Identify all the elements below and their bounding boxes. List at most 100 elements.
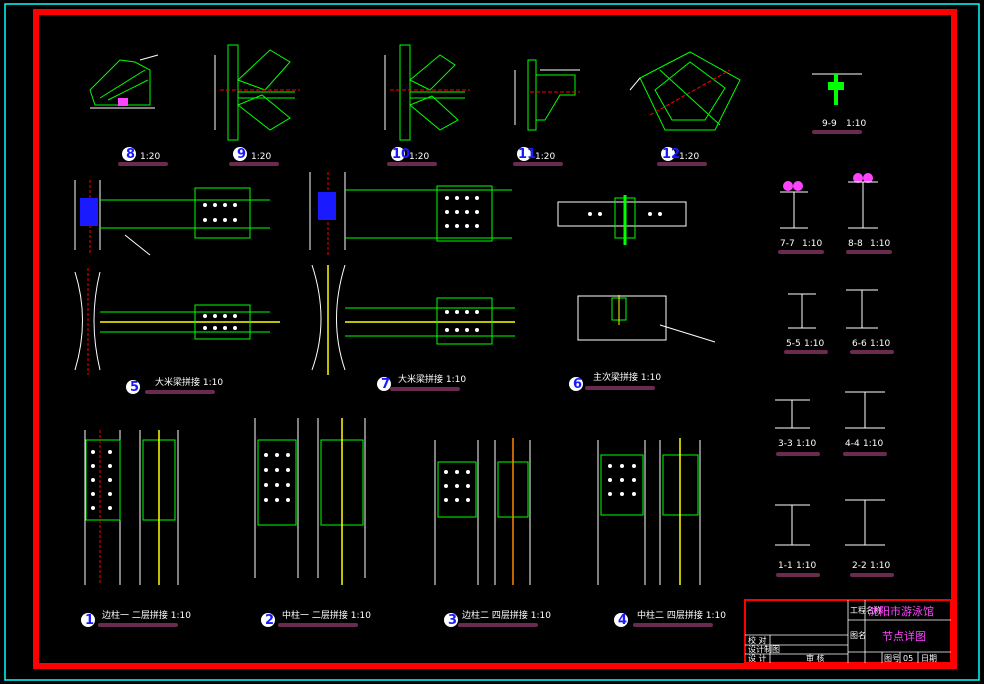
detail-9-drawing: [214, 44, 300, 141]
detail-2-label: 2 中柱一 二层拼接 1:10: [261, 609, 371, 628]
detail-1-label: 1 边柱一 二层拼接 1:10: [81, 609, 191, 628]
detail-4-title: 中柱二 四层拼接 1:10: [637, 609, 726, 621]
section-7-7-scale: 1:10: [802, 239, 822, 249]
detail-9-label: 9 1:20: [229, 147, 279, 166]
top-details: 8 1:20 9 1:20 10 1:20 11 1:20 12 1:20: [89, 44, 866, 166]
detail-12-underline: [657, 162, 707, 166]
detail-2-drawing: [254, 418, 366, 585]
detail-12-badge: [661, 147, 675, 161]
detail-6-elevation: [557, 195, 687, 245]
designer-label: 设 计: [748, 653, 767, 663]
section-5-5-name: 5-5: [786, 339, 801, 349]
checker-label: 校 对: [748, 635, 767, 645]
outer-frame: [4, 3, 980, 681]
detail-3-drawing: [434, 438, 531, 585]
section-1-1-name: 1-1: [778, 561, 793, 571]
section-views: 7-7 1:10 8-8 1:10 5-5 1:10: [775, 173, 894, 577]
section-3-3-scale: 1:10: [796, 439, 816, 449]
section-7-7-name: 7-7: [780, 239, 795, 249]
detail-7-label: 7 大米梁拼接 1:10: [377, 373, 466, 392]
section-7-7: 7-7 1:10: [778, 181, 824, 254]
detail-5-plan: [74, 268, 280, 375]
detail-3-number: 3: [448, 613, 457, 628]
detail-9-number: 9: [237, 147, 246, 162]
detail-11-badge: [517, 147, 531, 161]
section-8-8-scale: 1:10: [870, 239, 890, 249]
detail-5-title: 大米梁拼接 1:10: [155, 376, 223, 388]
detail-12-scale: 1:20: [679, 152, 699, 162]
detail-9-scale: 1:20: [251, 152, 271, 162]
detail-2-title: 中柱一 二层拼接 1:10: [282, 609, 371, 621]
detail-3-label: 3 边柱二 四层拼接 1:10: [444, 609, 551, 628]
detail-8-badge: [122, 147, 136, 161]
detail-10-underline: [387, 162, 437, 166]
mid-details: 5 大米梁拼接 1:10 7 大米梁拼接 1:10 6 主次梁拼接 1:10: [74, 172, 716, 395]
detail-10-number: 10: [392, 147, 410, 162]
detail-1-number: 1: [85, 613, 94, 628]
project-name: 沈阳市游泳馆: [868, 604, 934, 618]
detail-8-drawing: [89, 54, 159, 109]
detail-1-drawing: [84, 430, 179, 585]
detail-10-badge: [391, 147, 405, 161]
section-1-1: 1-1 1:10: [775, 504, 820, 577]
inner-frame: [33, 9, 957, 669]
detail-5-elevation: [74, 180, 270, 256]
section-6-6-scale: 1:10: [870, 339, 890, 349]
section-6-6: 6-6 1:10: [846, 289, 894, 354]
page-label: 图号: [884, 654, 900, 663]
detail-4-number: 4: [618, 613, 627, 628]
section-9-9-underline: [812, 130, 862, 134]
detail-5-number: 5: [130, 380, 139, 395]
section-8-8-name: 8-8: [848, 239, 863, 249]
project-label: 工程名称: [850, 605, 882, 615]
detail-7-title: 大米梁拼接 1:10: [398, 373, 466, 385]
detail-4-label: 4 中柱二 四层拼接 1:10: [614, 609, 726, 628]
date-label: 日期: [921, 654, 937, 663]
section-5-5: 5-5 1:10: [784, 293, 828, 354]
section-4-4-name: 4-4: [845, 439, 860, 449]
detail-6-title: 主次梁拼接 1:10: [593, 371, 661, 383]
detail-11-label: 11 1:20: [513, 147, 563, 166]
section-4-4: 4-4 1:10: [843, 391, 887, 456]
detail-3-title: 边柱二 四层拼接 1:10: [462, 609, 551, 621]
section-9-9: 9-9 1:10: [812, 73, 866, 134]
detail-7-elevation: [309, 172, 512, 255]
detail-10-label: 10 1:20: [387, 147, 437, 166]
drawing-name: 节点详图: [882, 629, 926, 643]
detail-7-plan: [311, 264, 515, 375]
detail-9-badge: [233, 147, 247, 161]
detail-8-scale: 1:20: [140, 152, 160, 162]
drawing-label: 图名: [850, 630, 866, 640]
detail-6-number: 6: [573, 377, 582, 392]
bottom-details: 1 边柱一 二层拼接 1:10 2 中柱一 二层拼接 1:10 3 边柱二 四层…: [81, 418, 726, 628]
detail-4-drawing: [597, 438, 701, 585]
section-5-5-scale: 1:10: [804, 339, 824, 349]
section-8-8: 8-8 1:10: [846, 173, 892, 254]
section-2-2-scale: 1:10: [870, 561, 890, 571]
detail-11-number: 11: [518, 147, 536, 162]
section-4-4-scale: 1:10: [863, 439, 883, 449]
detail-11-drawing: [514, 59, 580, 131]
detail-10-scale: 1:20: [409, 152, 429, 162]
detail-8-label: 8 1:20: [118, 147, 168, 166]
detail-6-plan: [577, 295, 716, 343]
section-2-2-name: 2-2: [852, 561, 867, 571]
detail-5-label: 5 大米梁拼接 1:10: [126, 376, 223, 395]
section-6-6-name: 6-6: [852, 339, 867, 349]
detail-11-scale: 1:20: [535, 152, 555, 162]
detail-6-label: 6 主次梁拼接 1:10: [569, 371, 661, 392]
page-number: 05: [903, 654, 913, 663]
drafter-label: 设计制图: [748, 644, 780, 654]
section-2-2: 2-2 1:10: [845, 499, 894, 577]
detail-12-drawing: [629, 51, 741, 131]
detail-12-number: 12: [662, 147, 680, 162]
detail-10-drawing: [384, 44, 470, 141]
detail-1-title: 边柱一 二层拼接 1:10: [102, 609, 191, 621]
detail-12-label: 12 1:20: [657, 147, 707, 166]
section-3-3-name: 3-3: [778, 439, 793, 449]
detail-8-number: 8: [126, 147, 135, 162]
section-1-1-scale: 1:10: [796, 561, 816, 571]
section-9-9-name: 9-9: [822, 119, 837, 129]
detail-11-underline: [513, 162, 563, 166]
